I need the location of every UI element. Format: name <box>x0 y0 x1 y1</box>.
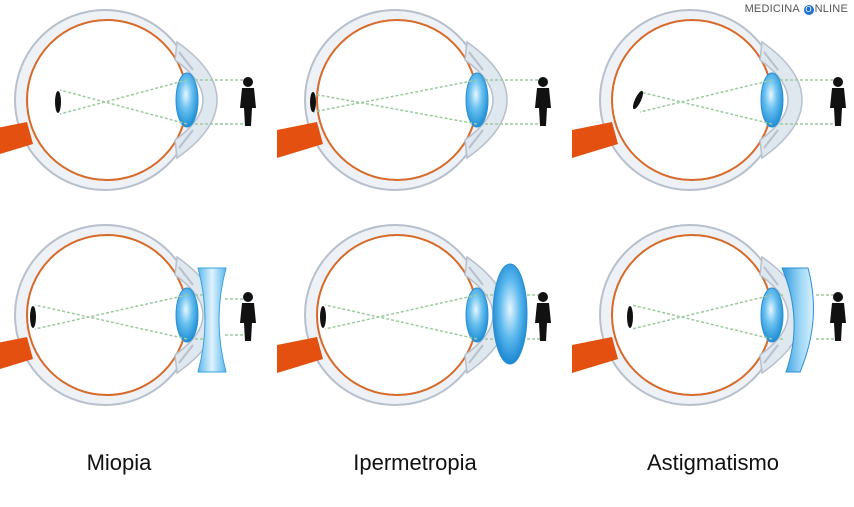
caption-hyperopia: Ipermetropia <box>353 450 477 475</box>
person-icon <box>830 77 846 126</box>
eye-astigmatism-corrected <box>571 224 835 406</box>
caption-astigmatism: Astigmatismo <box>646 450 780 475</box>
caption-myopia: Miopia <box>86 450 152 475</box>
eye-hyperopia-uncorrected <box>276 9 540 191</box>
person-icon <box>240 77 256 126</box>
convex-lens <box>492 263 528 365</box>
person-icon <box>535 292 551 341</box>
person-icon <box>535 77 551 126</box>
eye-hyperopia-corrected <box>276 224 540 406</box>
watermark-text-after: NLINE <box>814 3 848 15</box>
watermark-text-before: MEDICINA <box>744 3 803 15</box>
eye-astigmatism-uncorrected <box>571 9 835 191</box>
concave-lens <box>197 267 227 373</box>
person-icon <box>830 292 846 341</box>
toric-lens <box>781 267 814 373</box>
eye-myopia-uncorrected <box>0 9 250 191</box>
watermark-o-icon: O <box>803 5 814 15</box>
